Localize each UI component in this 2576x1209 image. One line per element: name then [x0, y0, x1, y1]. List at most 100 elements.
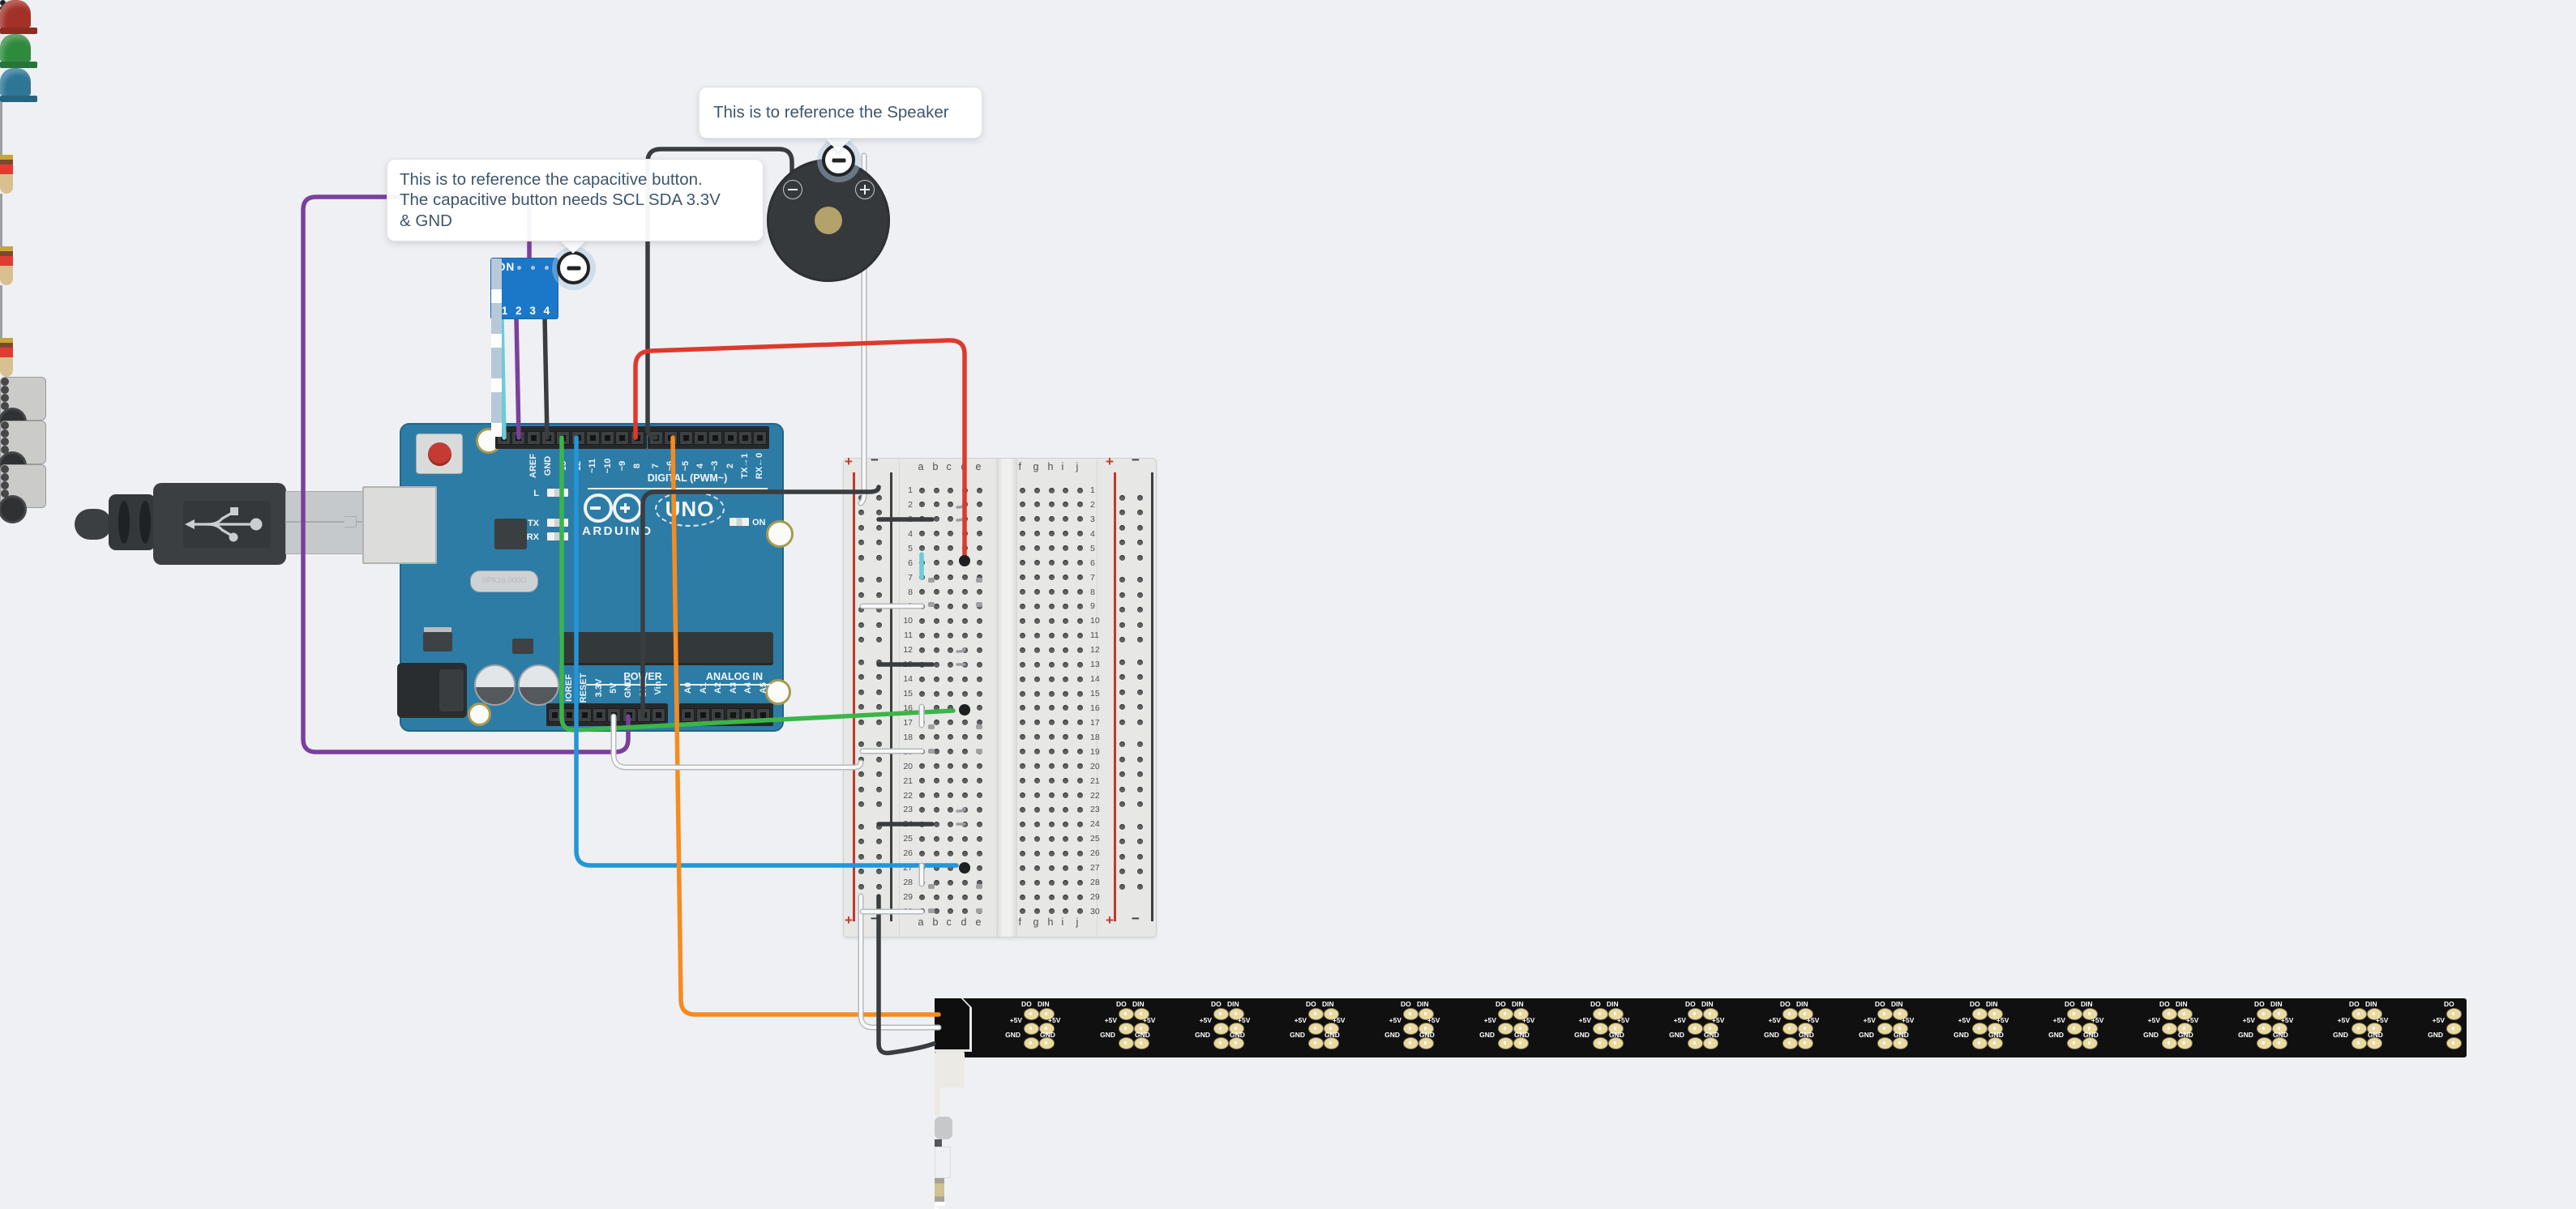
capacitive-note-anchor[interactable]	[557, 251, 590, 284]
breadboard-hole[interactable]	[1033, 792, 1040, 799]
rail-hole[interactable]	[875, 839, 882, 844]
breadboard-hole[interactable]	[1033, 647, 1040, 653]
breadboard-hole[interactable]	[976, 705, 982, 711]
breadboard-hole[interactable]	[961, 835, 968, 842]
breadboard-hole[interactable]	[947, 531, 953, 537]
breadboard-hole[interactable]	[918, 690, 925, 697]
breadboard-hole[interactable]	[1062, 545, 1068, 552]
breadboard-hole[interactable]	[1076, 894, 1083, 900]
breadboard-hole[interactable]	[1062, 603, 1068, 609]
breadboard-hole[interactable]	[933, 865, 939, 871]
breadboard-hole[interactable]	[1019, 792, 1025, 799]
rail-hole[interactable]	[875, 883, 882, 890]
breadboard-hole[interactable]	[918, 632, 925, 639]
breadboard-hole[interactable]	[1048, 894, 1055, 900]
do-pad[interactable]	[2066, 1037, 2082, 1049]
breadboard-hole[interactable]	[947, 749, 953, 755]
breadboard-hole[interactable]	[1048, 676, 1055, 682]
breadboard-hole[interactable]	[933, 531, 939, 537]
breadboard-hole[interactable]	[918, 531, 925, 537]
breadboard-hole[interactable]	[1019, 487, 1025, 493]
breadboard-hole[interactable]	[961, 690, 968, 697]
dip-slider-knob[interactable]	[491, 378, 502, 392]
do-pad[interactable]	[1687, 1008, 1703, 1020]
resistor[interactable]	[0, 246, 13, 285]
rail-hole[interactable]	[1119, 741, 1125, 747]
breadboard-hole[interactable]	[1019, 879, 1025, 886]
breadboard-hole[interactable]	[1033, 690, 1040, 697]
rail-hole[interactable]	[1119, 801, 1125, 807]
breadboard-hole[interactable]	[1076, 763, 1083, 770]
breadboard-hole[interactable]	[918, 749, 925, 755]
do-pad[interactable]	[1402, 1023, 1419, 1035]
rail-hole[interactable]	[1119, 510, 1125, 515]
breadboard-hole[interactable]	[1033, 734, 1040, 741]
din-pad[interactable]	[1892, 1037, 1908, 1049]
breadboard-hole[interactable]	[1062, 894, 1068, 900]
rail-hole[interactable]	[1136, 869, 1143, 874]
rail-hole[interactable]	[1136, 540, 1143, 545]
breadboard-hole[interactable]	[918, 502, 925, 508]
breadboard-hole[interactable]	[947, 705, 953, 711]
breadboard-hole[interactable]	[947, 632, 953, 639]
breadboard-hole[interactable]	[1076, 632, 1083, 639]
breadboard-hole[interactable]	[947, 560, 953, 566]
breadboard-hole[interactable]	[933, 617, 939, 624]
breadboard-hole[interactable]	[976, 617, 982, 624]
led[interactable]	[0, 0, 31, 28]
rail-hole[interactable]	[1119, 622, 1125, 628]
breadboard-hole[interactable]	[961, 778, 968, 784]
rail-hole[interactable]	[858, 659, 864, 665]
rail-hole[interactable]	[1119, 674, 1125, 680]
breadboard-hole[interactable]	[947, 647, 953, 653]
breadboard-hole[interactable]	[961, 647, 968, 653]
rail-hole[interactable]	[858, 801, 864, 807]
do-pad[interactable]	[1497, 1023, 1513, 1035]
do-pad[interactable]	[2445, 1023, 2462, 1035]
do-pad[interactable]	[1402, 1037, 1419, 1049]
breadboard-hole[interactable]	[1033, 865, 1040, 871]
piezo-speaker[interactable]	[767, 159, 890, 282]
pin-socket[interactable]	[563, 708, 577, 722]
breadboard-hole[interactable]	[976, 516, 982, 523]
rail-hole[interactable]	[1136, 659, 1143, 665]
breadboard-hole[interactable]	[1033, 850, 1040, 857]
breadboard-hole[interactable]	[961, 720, 968, 726]
rail-hole[interactable]	[875, 674, 882, 680]
rail-hole[interactable]	[858, 704, 864, 710]
rail-hole[interactable]	[858, 756, 864, 763]
do-pad[interactable]	[1687, 1037, 1703, 1049]
rail-hole[interactable]	[1136, 741, 1143, 747]
breadboard-hole[interactable]	[1048, 908, 1055, 915]
breadboard-hole[interactable]	[947, 806, 953, 813]
rail-hole[interactable]	[875, 494, 882, 501]
breadboard-hole[interactable]	[947, 502, 953, 508]
din-pad[interactable]	[1323, 1023, 1339, 1035]
breadboard-hole[interactable]	[933, 589, 939, 595]
do-pad[interactable]	[1592, 1023, 1608, 1035]
breadboard-hole[interactable]	[1019, 502, 1025, 508]
rail-hole[interactable]	[858, 622, 864, 628]
breadboard-hole[interactable]	[961, 865, 968, 871]
breadboard-hole[interactable]	[976, 734, 982, 741]
pin-socket[interactable]	[622, 708, 636, 722]
do-pad[interactable]	[1592, 1037, 1608, 1049]
rail-hole[interactable]	[1136, 853, 1143, 860]
din-pad[interactable]	[1513, 1023, 1529, 1035]
do-pad[interactable]	[2445, 1008, 2462, 1020]
breadboard-hole[interactable]	[1019, 647, 1025, 653]
rail-hole[interactable]	[1119, 637, 1125, 643]
breadboard-hole[interactable]	[918, 835, 925, 842]
breadboard-hole[interactable]	[976, 865, 982, 871]
rail-hole[interactable]	[858, 637, 864, 643]
breadboard-hole[interactable]	[1076, 487, 1083, 493]
rail-hole[interactable]	[1136, 577, 1143, 583]
breadboard-hole[interactable]	[1019, 632, 1025, 639]
breadboard-hole[interactable]	[1062, 676, 1068, 682]
neopixel-strip[interactable]: DIN+5VGNDDO+5VGNDDIN+5VGNDDO+5VGNDDIN+5V…	[935, 998, 2467, 1209]
breadboard-hole[interactable]	[1048, 617, 1055, 624]
do-pad[interactable]	[1592, 1008, 1608, 1020]
do-pad[interactable]	[1497, 1037, 1513, 1049]
breadboard-hole[interactable]	[1019, 835, 1025, 842]
rail-hole[interactable]	[1119, 689, 1125, 695]
